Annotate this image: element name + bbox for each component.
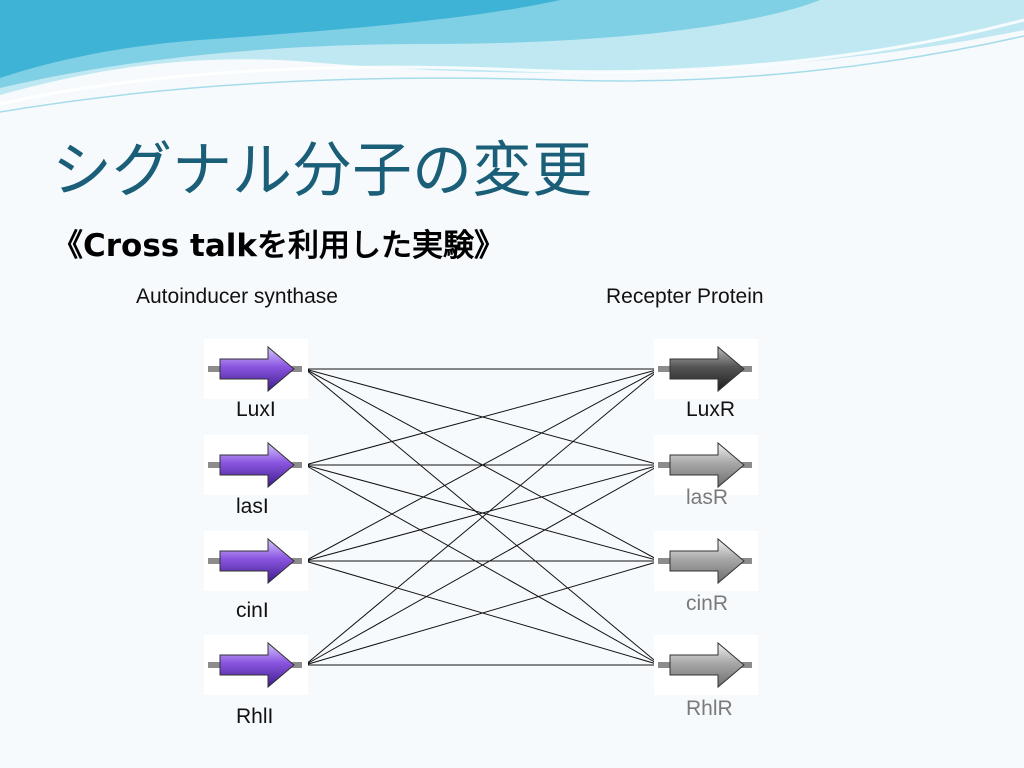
gene-arrow-icon [669, 441, 745, 489]
header-waves [0, 0, 1024, 113]
receptor-label-rhlr: RhlR [686, 697, 733, 720]
synthase-label-rhli: RhlI [236, 705, 274, 728]
gene-arrow-icon [669, 345, 745, 393]
synthase-label-luxi: LuxI [236, 398, 276, 421]
gene-arrow-icon [669, 641, 745, 689]
right-column-header: Recepter Protein [606, 285, 764, 308]
synthase-label-lasi: lasI [236, 495, 269, 518]
receptor-gene-luxr [654, 339, 758, 399]
synthase-gene-rhli [204, 635, 308, 695]
synthase-gene-luxi [204, 339, 308, 399]
wave-highlight [0, 18, 1024, 106]
left-column-header: Autoinducer synthase [136, 285, 338, 308]
gene-arrow-icon [219, 641, 295, 689]
synthase-label-cini: cinI [236, 599, 269, 622]
connection-lines [304, 368, 661, 666]
wave-dark [0, 0, 560, 78]
receptor-label-luxr: LuxR [686, 398, 736, 421]
slide-title: シグナル分子の変更 [52, 136, 592, 206]
connection-line [304, 368, 661, 562]
connection-line [304, 464, 661, 562]
connection-line [304, 368, 661, 466]
gene-arrow-icon [669, 537, 745, 585]
receptor-gene-cinr [654, 531, 758, 591]
receptor-gene-rhlr [654, 635, 758, 695]
gene-arrows [204, 339, 758, 695]
connection-line [304, 560, 661, 666]
slide-subtitle: 《Cross talkを利用した実験》 [52, 228, 506, 264]
synthase-gene-lasi [204, 435, 308, 495]
receptor-label-cinr: cinR [686, 592, 729, 615]
connection-line [304, 464, 661, 666]
wave-line [0, 35, 1024, 113]
gene-arrow-icon [219, 345, 295, 393]
receptor-gene-lasr [654, 435, 758, 495]
gene-arrow-icon [219, 537, 295, 585]
receptor-label-lasr: lasR [686, 486, 729, 509]
synthase-gene-cini [204, 531, 308, 591]
gene-arrow-icon [219, 441, 295, 489]
connection-line [304, 368, 661, 666]
